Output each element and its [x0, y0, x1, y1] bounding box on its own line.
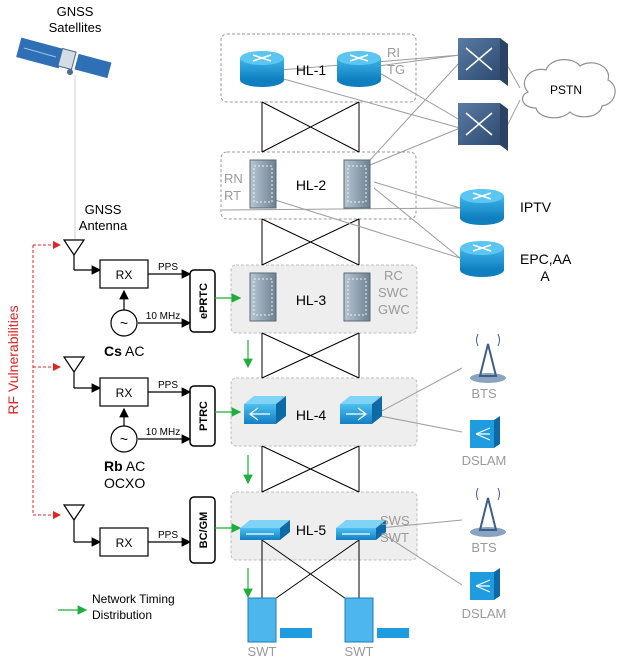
iptv-router-icon [460, 189, 504, 225]
oscillator-icon-1 [110, 309, 138, 337]
epc-label-2: A [540, 268, 550, 284]
mhz-label-1: 10 MHz [146, 311, 180, 322]
rx-label-2: RX [116, 386, 133, 400]
dslam-icon-2 [470, 568, 500, 600]
pps-label-2: PPS [158, 380, 178, 391]
server-icon-hl2-b [343, 159, 371, 209]
switch-icon-hl5-b [336, 520, 386, 540]
epc-router-icon [460, 241, 504, 277]
server-icon-hl3-a [249, 272, 277, 322]
sws-label: SWS [380, 513, 410, 528]
hl2-label: HL-2 [296, 177, 327, 193]
satellite-label-2: Satellites [49, 20, 102, 35]
bts-tower-icon-2 [470, 487, 506, 537]
prtc-label: PTRC [198, 401, 210, 431]
hl4-label: HL-4 [296, 407, 327, 423]
dslam-icon-1 [470, 416, 500, 448]
gwc-label: GWC [378, 302, 410, 317]
rn-label: RN [224, 171, 243, 186]
pstn-switch-icon-a [458, 38, 508, 86]
bts-label-1: BTS [471, 386, 497, 401]
swt-gray-label: SWT [380, 530, 409, 545]
pstn-switch-icon-b [458, 103, 508, 151]
rx-label-1: RX [116, 268, 133, 282]
rc-label: RC [384, 268, 403, 283]
hl3-label: HL-3 [296, 292, 327, 308]
mesh-links [261, 101, 360, 609]
bts-tower-icon-1 [470, 333, 506, 383]
pps-label-3: PPS [158, 530, 178, 541]
gray-links [221, 54, 521, 586]
router-icon-hl1-a [240, 51, 284, 87]
antenna-icon-3 [62, 504, 102, 547]
switch-icon-hl4-b [340, 396, 382, 424]
rx-box-3 [99, 527, 149, 557]
rf-vulnerabilities-label: RF Vulnerabilities [5, 305, 21, 414]
antenna-label-2: Antenna [79, 218, 128, 233]
layer-box-hl5 [230, 491, 418, 561]
swt-bottom-label-1: SWT [248, 644, 277, 659]
router-icon-hl1-b [337, 51, 381, 87]
rt-label: RT [224, 188, 241, 203]
legend-label-2: Distribution [92, 608, 152, 622]
pstn-label: PSTN [550, 83, 582, 97]
ocxo-label: OCXO [104, 475, 145, 491]
eprtc-box [189, 269, 216, 333]
rx-label-3: RX [116, 536, 133, 550]
dslam-label-1: DSLAM [462, 453, 507, 468]
bcgm-box [189, 496, 216, 564]
green-arrows [58, 293, 253, 615]
hl5-label: HL-5 [296, 522, 327, 538]
rx-box-2 [99, 377, 149, 407]
antenna-icon-1 [62, 239, 102, 275]
satellite-icon [16, 37, 112, 79]
rf-bracket [32, 241, 61, 519]
oscillator-tilde-1: ~ [120, 315, 128, 331]
swc-label: SWC [378, 285, 408, 300]
ri-label: RI [387, 45, 400, 60]
oscillator-tilde-2: ~ [120, 431, 128, 447]
epc-label-1: EPC,AA [520, 251, 572, 267]
antenna-icon-2 [62, 356, 102, 393]
swt-bottom-label-2: SWT [345, 644, 374, 659]
legend-label-1: Network Timing [92, 592, 175, 606]
bts-label-2: BTS [471, 540, 497, 555]
server-icon-hl2-a [249, 159, 277, 209]
iptv-label: IPTV [520, 199, 552, 215]
oscillator-icon-2 [110, 425, 138, 453]
rb-clock-label: Rb AC [104, 458, 145, 474]
timing-arrows [119, 269, 192, 547]
pps-label-1: PPS [158, 262, 178, 273]
switch-icon-hl5-a [240, 520, 290, 540]
mhz-label-2: 10 MHz [146, 427, 180, 438]
switch-icon-hl4-a [244, 396, 286, 424]
swt-building-icon-b [344, 597, 409, 643]
prtc-box [189, 385, 216, 447]
dslam-label-2: DSLAM [462, 606, 507, 621]
hl1-label: HL-1 [296, 62, 327, 78]
cs-clock-label: Cs AC [104, 343, 144, 359]
server-icon-hl3-b [343, 272, 371, 322]
eprtc-label: ePRTC [198, 283, 210, 319]
pstn-cloud [521, 59, 616, 119]
rx-box-1 [99, 259, 149, 289]
swt-building-icon-a [247, 597, 312, 643]
bcgm-label: BC/GM [198, 512, 210, 549]
tg-label: TG [387, 62, 405, 77]
satellite-label-1: GNSS [57, 4, 94, 19]
antenna-label-1: GNSS [85, 202, 122, 217]
